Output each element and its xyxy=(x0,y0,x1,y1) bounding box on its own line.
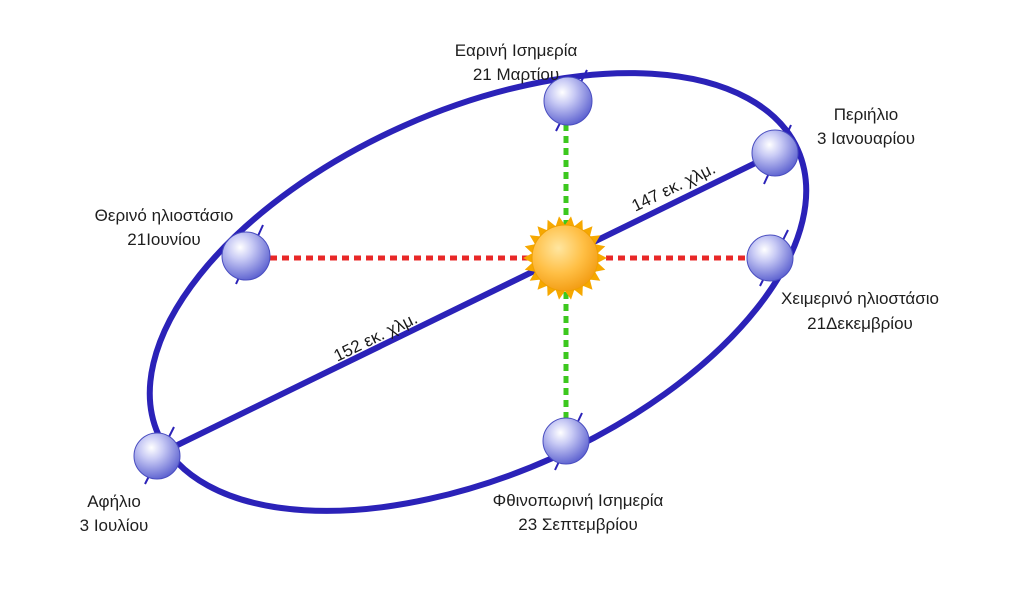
autumnal-equinox-date: 23 Σεπτεμβρίου xyxy=(518,515,638,534)
aphelion-distance: 152 εκ. χλμ. xyxy=(331,309,421,366)
aphelion-name: Αφήλιο xyxy=(87,492,141,511)
earth-icon xyxy=(747,230,793,286)
aphelion-date: 3 Ιουλίου xyxy=(80,516,149,535)
apsides-line xyxy=(157,153,776,455)
autumnal-equinox-name: Φθινοπωρινή Ισημερία xyxy=(493,491,664,510)
summer-solstice-date: 21Ιουνίου xyxy=(127,230,200,249)
vernal-equinox-date: 21 Μαρτίου xyxy=(473,65,559,84)
earth-icon xyxy=(222,225,270,284)
earth-icon xyxy=(134,427,180,484)
perihelion-date: 3 Ιανουαρίου xyxy=(817,129,915,148)
sun-icon xyxy=(523,216,607,299)
summer-solstice-name: Θερινό ηλιοστάσιο xyxy=(95,206,234,225)
winter-solstice-name: Χειμερινό ηλιοστάσιο xyxy=(781,289,939,308)
vernal-equinox-name: Εαρινή Ισημερία xyxy=(455,41,578,60)
winter-solstice-date: 21Δεκεμβρίου xyxy=(807,314,913,333)
perihelion-name: Περιήλιο xyxy=(834,105,899,124)
